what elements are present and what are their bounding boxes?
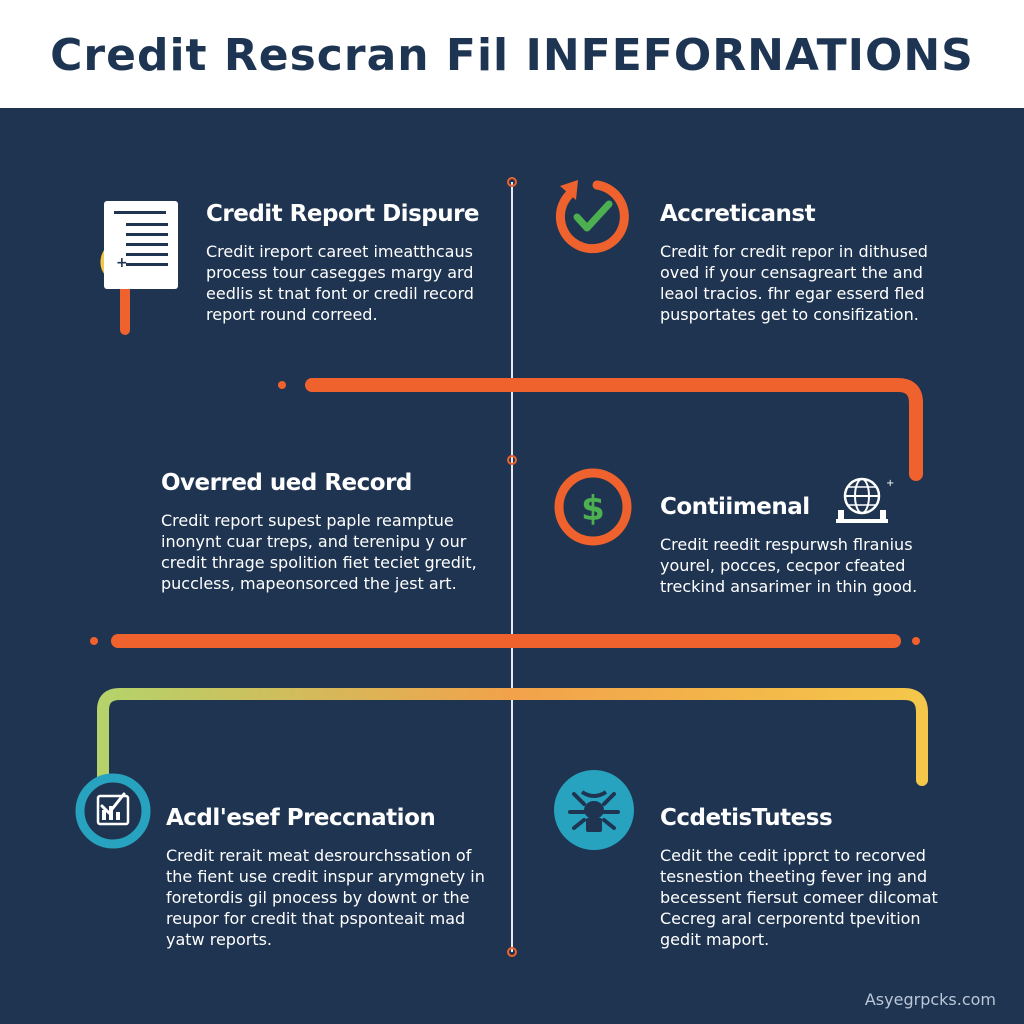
svg-text:+: + xyxy=(116,255,128,271)
section-body: Credit report supest paple reamptue inon… xyxy=(161,511,477,593)
checklist-chart-icon xyxy=(72,770,154,852)
section-body: Credit rerait meat desrourchssation of t… xyxy=(166,846,485,949)
connector-line-3 xyxy=(97,688,928,786)
document-icon: + xyxy=(92,195,184,340)
section-title: CcdetisTutess xyxy=(660,805,833,831)
watermark: Asyegrpcks.com xyxy=(864,990,996,1009)
section-accreticanst: Accreticanst Credit for credit repor in … xyxy=(660,201,935,325)
svg-text:+: + xyxy=(886,478,894,489)
connector-dot xyxy=(90,637,98,645)
section-title: Contiimenal xyxy=(660,494,810,520)
connector-line-1 xyxy=(305,378,923,481)
dollar-icon: $ xyxy=(552,466,634,548)
section-overred-record: Overred ued Record Credit report supest … xyxy=(161,470,481,594)
bug-icon xyxy=(552,768,636,852)
section-body: Cedit the cedit ipprct to recorved tesne… xyxy=(660,846,938,949)
section-preccnation: Acdl'esef Preccnation Credit rerait meat… xyxy=(166,805,486,950)
section-credit-report-dispute: Credit Report Dispure Credit ireport car… xyxy=(206,201,496,325)
header: Credit Rescran Fil INFEFORNATIONS xyxy=(0,0,1024,108)
divider-dot xyxy=(507,177,517,187)
divider-dot xyxy=(507,947,517,957)
section-contiimenal: Contiimenal Credit reedit respurwsh flra… xyxy=(660,494,930,597)
section-title: Acdl'esef Preccnation xyxy=(166,805,436,831)
page-title: Credit Rescran Fil INFEFORNATIONS xyxy=(50,30,974,81)
globe-bank-icon: + xyxy=(832,476,896,524)
svg-text:$: $ xyxy=(581,489,605,529)
section-title: Accreticanst xyxy=(660,201,816,227)
section-body: Credit ireport careet imeatthcaus proces… xyxy=(206,242,474,324)
section-title: Overred ued Record xyxy=(161,470,412,496)
section-title: Credit Report Dispure xyxy=(206,201,480,227)
connector-dot xyxy=(278,381,286,389)
connector-dot xyxy=(912,637,920,645)
section-body: Credit for credit repor in dithused oved… xyxy=(660,242,928,324)
divider-dot xyxy=(507,455,517,465)
section-body: Credit reedit respurwsh flranius yourel,… xyxy=(660,535,918,596)
refresh-check-icon xyxy=(550,176,636,258)
section-ccdetistutess: CcdetisTutess Cedit the cedit ipprct to … xyxy=(660,805,945,950)
